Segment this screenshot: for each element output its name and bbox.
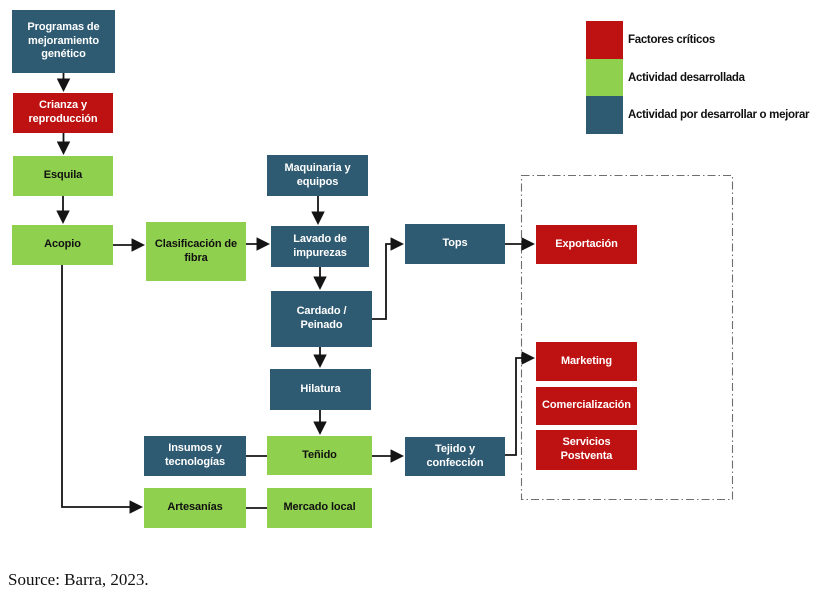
node-artesanias: Artesanías [144,488,246,528]
arrow-cardado-tops [372,237,405,320]
legend-label: Actividad desarrollada [628,71,745,84]
legend-item-actividad-desarrollada: Actividad desarrollada [586,59,745,96]
node-servicios-postventa: Servicios Postventa [536,430,637,470]
node-maquinaria-equipos: Maquinaria y equipos [267,155,368,196]
node-insumos-tecnologias: Insumos y tecnologías [144,436,246,476]
node-exportacion: Exportación [536,225,637,264]
node-tejido-confeccion: Tejido y confección [405,437,505,476]
legend-item-factores-criticos: Factores críticos [586,21,715,59]
legend-swatch-critical [586,21,623,59]
node-crianza-reproduccion: Crianza y reproducción [13,93,113,133]
node-tenido: Teñido [267,436,372,475]
legend-label: Factores críticos [628,34,715,46]
node-acopio: Acopio [12,225,113,265]
node-tops: Tops [405,224,505,264]
legend-swatch-improve [586,96,623,134]
arrow-tejido-marketing [505,351,536,456]
legend-label: Actividad por desarrollar o mejorar [628,109,810,121]
node-hilatura: Hilatura [270,369,371,410]
node-comercializacion: Comercialización [536,387,637,425]
node-lavado-impurezas: Lavado de impurezas [271,226,369,267]
node-clasificacion-fibra: Clasificación de fibra [146,222,246,281]
node-esquila: Esquila [13,156,113,196]
legend-swatch-developed [586,59,623,96]
legend-item-actividad-por-desarrollar: Actividad por desarrollar o mejorar [586,96,810,134]
source-note: Source: Barra, 2023. [8,570,149,589]
node-marketing: Marketing [536,342,637,381]
arrow-acopio-artesanias [61,265,144,514]
node-cardado-peinado: Cardado / Peinado [271,291,372,347]
node-programas-mejoramiento-genetico: Programas de mejoramiento genético [12,10,115,73]
node-mercado-local: Mercado local [267,488,372,528]
